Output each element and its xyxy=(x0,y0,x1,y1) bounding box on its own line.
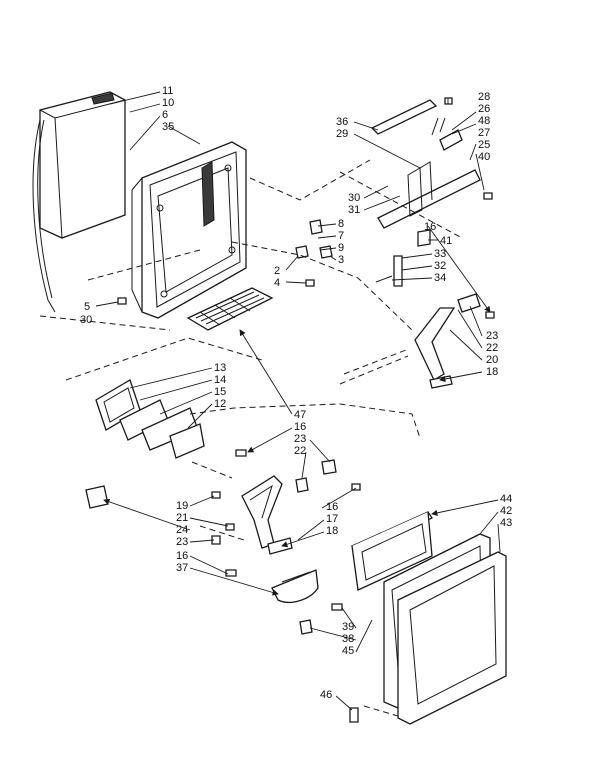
callout-32: 32 xyxy=(434,260,447,272)
callout-7: 7 xyxy=(338,230,345,242)
callout-2: 2 xyxy=(274,265,281,277)
shutter-parts xyxy=(95,379,205,459)
callout-22-center: 22 xyxy=(294,445,307,457)
callout-41: 41 xyxy=(440,235,453,247)
callout-43: 43 xyxy=(500,517,513,529)
dispenser-housing xyxy=(131,141,247,319)
drip-grille xyxy=(186,287,274,331)
drip-tray xyxy=(271,569,319,603)
callout-16-upper: 16 xyxy=(424,221,437,233)
callout-25: 25 xyxy=(478,139,491,151)
callout-29: 29 xyxy=(336,128,349,140)
callout-38: 38 xyxy=(342,633,355,645)
callout-21: 21 xyxy=(176,512,189,524)
callout-22-right: 22 xyxy=(486,342,499,354)
callout-10: 10 xyxy=(162,97,175,109)
callout-19: 19 xyxy=(176,500,189,512)
callout-5: 5 xyxy=(84,301,91,313)
callout-16-mid: 16 xyxy=(326,501,339,513)
callout-11: 11 xyxy=(162,85,174,97)
callout-42: 42 xyxy=(500,505,513,517)
callout-9: 9 xyxy=(338,242,345,254)
callout-18-right: 18 xyxy=(486,366,499,378)
callout-13: 13 xyxy=(214,362,227,374)
callout-15: 15 xyxy=(214,386,227,398)
callout-33: 33 xyxy=(434,248,447,260)
callout-23-center: 23 xyxy=(294,433,307,445)
callout-8: 8 xyxy=(338,218,345,230)
callout-23-right: 23 xyxy=(486,330,499,342)
callout-12: 12 xyxy=(214,398,227,410)
callout-39: 39 xyxy=(342,621,355,633)
callout-46: 46 xyxy=(320,689,333,701)
callout-44: 44 xyxy=(500,493,513,505)
callout-17: 17 xyxy=(326,513,339,525)
callout-16-center: 16 xyxy=(294,421,307,433)
callout-24: 24 xyxy=(176,524,189,536)
callout-40: 40 xyxy=(478,151,491,163)
callout-37: 37 xyxy=(176,562,189,574)
callout-3: 3 xyxy=(338,254,345,266)
callout-18-mid: 18 xyxy=(326,525,339,537)
leader-lines xyxy=(95,91,501,711)
callout-26: 26 xyxy=(478,103,491,115)
callout-16-left: 16 xyxy=(176,550,189,562)
callout-30-upper: 30 xyxy=(348,192,361,204)
callout-27: 27 xyxy=(478,127,491,139)
callout-20: 20 xyxy=(486,354,499,366)
callout-30-lower: 30 xyxy=(80,314,93,326)
callout-34: 34 xyxy=(434,272,447,284)
callout-23-left: 23 xyxy=(176,536,189,548)
assembly-lines xyxy=(39,159,463,717)
callout-45: 45 xyxy=(342,645,355,657)
dispenser-actuator xyxy=(85,459,337,555)
callout-48: 48 xyxy=(478,115,491,127)
callout-4: 4 xyxy=(274,277,281,289)
callout-6: 6 xyxy=(162,109,169,121)
callout-28: 28 xyxy=(478,91,491,103)
callout-36: 36 xyxy=(336,116,349,128)
callout-14: 14 xyxy=(214,374,227,386)
callout-47: 47 xyxy=(294,409,307,421)
switch-bracket xyxy=(370,99,481,287)
fasteners xyxy=(117,97,495,723)
callout-31: 31 xyxy=(348,204,361,216)
callout-35: 35 xyxy=(162,121,175,133)
water-tank xyxy=(32,91,126,313)
door-frames xyxy=(350,511,507,725)
